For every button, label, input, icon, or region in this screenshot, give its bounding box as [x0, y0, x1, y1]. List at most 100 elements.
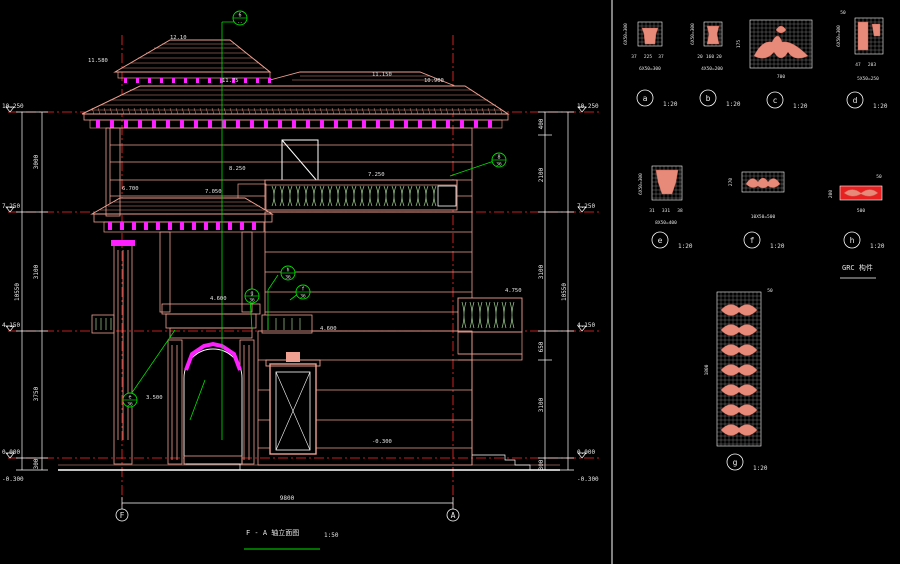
detail-dim: 10X50=500	[751, 214, 776, 220]
upper-window	[281, 139, 319, 183]
detail-dim: 700	[777, 74, 785, 80]
eave-bracket	[432, 120, 436, 128]
level-annotations: 12.10 11.580 11.150 10.900 11.75 8.250 7…	[88, 35, 522, 445]
porch-bracket	[216, 222, 220, 230]
svg-text:7.050: 7.050	[205, 189, 222, 195]
level-left-2: 7.250	[2, 203, 20, 210]
detail-dim: 8X50=400	[655, 220, 677, 226]
detail-dim: 38	[677, 208, 683, 214]
svg-text:11.580: 11.580	[88, 58, 108, 64]
eave-bracket	[362, 120, 366, 128]
detail-dim: 20	[716, 54, 722, 60]
detail-dim: 50	[876, 174, 882, 180]
section-mark-top: g	[250, 291, 253, 297]
dim-left-2: 3100	[33, 264, 40, 279]
eave-bracket	[220, 78, 223, 83]
eave-bracket	[236, 120, 240, 128]
middle-floor-wall	[264, 211, 473, 332]
detail-scale: 1:20	[678, 243, 693, 250]
detail-label: e	[658, 236, 663, 245]
dim-right-1: 400	[538, 118, 545, 129]
detail-scale: 1:20	[753, 465, 768, 472]
level-right-1: 10.250	[577, 103, 599, 110]
detail-label: d	[853, 96, 858, 105]
detail-dim: 331	[662, 208, 670, 214]
porch-bracket	[228, 222, 232, 230]
dim-left-overall: 10550	[14, 283, 21, 301]
porch-columns	[105, 127, 255, 465]
eave-bracket	[160, 78, 163, 83]
entrance-entablature	[161, 303, 261, 339]
elevation-scale: 1:50	[324, 532, 339, 539]
svg-text:11.75: 11.75	[222, 78, 239, 84]
left-dimension-chain	[16, 111, 48, 471]
eave-bracket	[256, 78, 259, 83]
overall-width-text: 9800	[280, 495, 295, 502]
axis-label-left: F	[120, 511, 125, 520]
detail-dim: 37	[658, 54, 664, 60]
section-mark-bottom: 36	[127, 402, 133, 408]
porch-bracket	[252, 222, 256, 230]
section-mark-bottom: 36	[285, 275, 291, 281]
level-right-3: 4.150	[577, 322, 595, 329]
dim-left-1: 3000	[33, 154, 40, 169]
detail-dim: 4X50=200	[701, 66, 723, 72]
detail-label: a	[643, 94, 648, 103]
left-level-triangles	[5, 106, 15, 459]
porch-bracket	[144, 222, 148, 230]
eave-bracket	[110, 120, 114, 128]
level-right-5: -0.300	[577, 476, 599, 483]
arched-entrance	[183, 341, 243, 465]
elevation-title: F - A 轴立面图	[246, 528, 299, 537]
detail-dim: 47	[855, 62, 861, 68]
section-mark-top: 6	[238, 13, 241, 19]
detail-dim: 50	[767, 288, 773, 294]
eave-bracket	[148, 78, 151, 83]
porch-bracket	[156, 222, 160, 230]
upper-balcony	[237, 179, 458, 213]
section-mark: 6 --	[232, 10, 248, 26]
porch-bracket	[132, 222, 136, 230]
level-left-3: 4.150	[2, 322, 20, 329]
eave-bracket	[348, 120, 352, 128]
detail-dim: 37	[631, 54, 637, 60]
svg-text:6.700: 6.700	[122, 186, 139, 192]
section-mark-bottom: 36	[249, 298, 255, 304]
detail-dim: 6X50=300	[836, 25, 842, 47]
eave-bracket	[306, 120, 310, 128]
axis-bubble-left: F	[115, 508, 129, 522]
svg-text:10.900: 10.900	[424, 78, 444, 84]
detail-label: h	[850, 236, 855, 245]
detail-dim: 1800	[704, 364, 710, 375]
eave-bracket	[268, 78, 271, 83]
detail-dim: 50	[840, 10, 846, 16]
eave-bracket	[222, 120, 226, 128]
eave-bracket	[172, 78, 175, 83]
eave-bracket	[138, 120, 142, 128]
ground-floor-window	[265, 352, 321, 455]
detail-dim: 6X50=300	[639, 66, 661, 72]
svg-text:-0.300: -0.300	[372, 439, 392, 445]
detail-dim: 270	[728, 178, 734, 186]
eave-bracket	[404, 120, 408, 128]
porch-bracket	[108, 222, 112, 230]
eave-bracket	[264, 120, 268, 128]
section-mark-bottom: --	[237, 21, 242, 26]
detail-label: c	[773, 96, 778, 105]
porch-bracket	[168, 222, 172, 230]
section-mark: 836	[491, 152, 507, 168]
dim-right-3: 3100	[538, 264, 545, 279]
section-mark: g36	[244, 288, 260, 304]
level-left-4: 0.000	[2, 449, 20, 456]
left-dimension-texts: 3000 3100 3750 300 10550	[14, 154, 40, 469]
section-mark-bottom: 36	[300, 294, 306, 300]
eave-bracket	[390, 120, 394, 128]
elevation-title-block: F - A 轴立面图 1:50	[244, 528, 339, 550]
eave-bracket	[334, 120, 338, 128]
svg-text:11.150: 11.150	[372, 72, 392, 78]
level-left-1: 10.250	[2, 103, 24, 110]
eave-bracket	[446, 120, 450, 128]
detail-scale: 1:20	[726, 101, 741, 108]
